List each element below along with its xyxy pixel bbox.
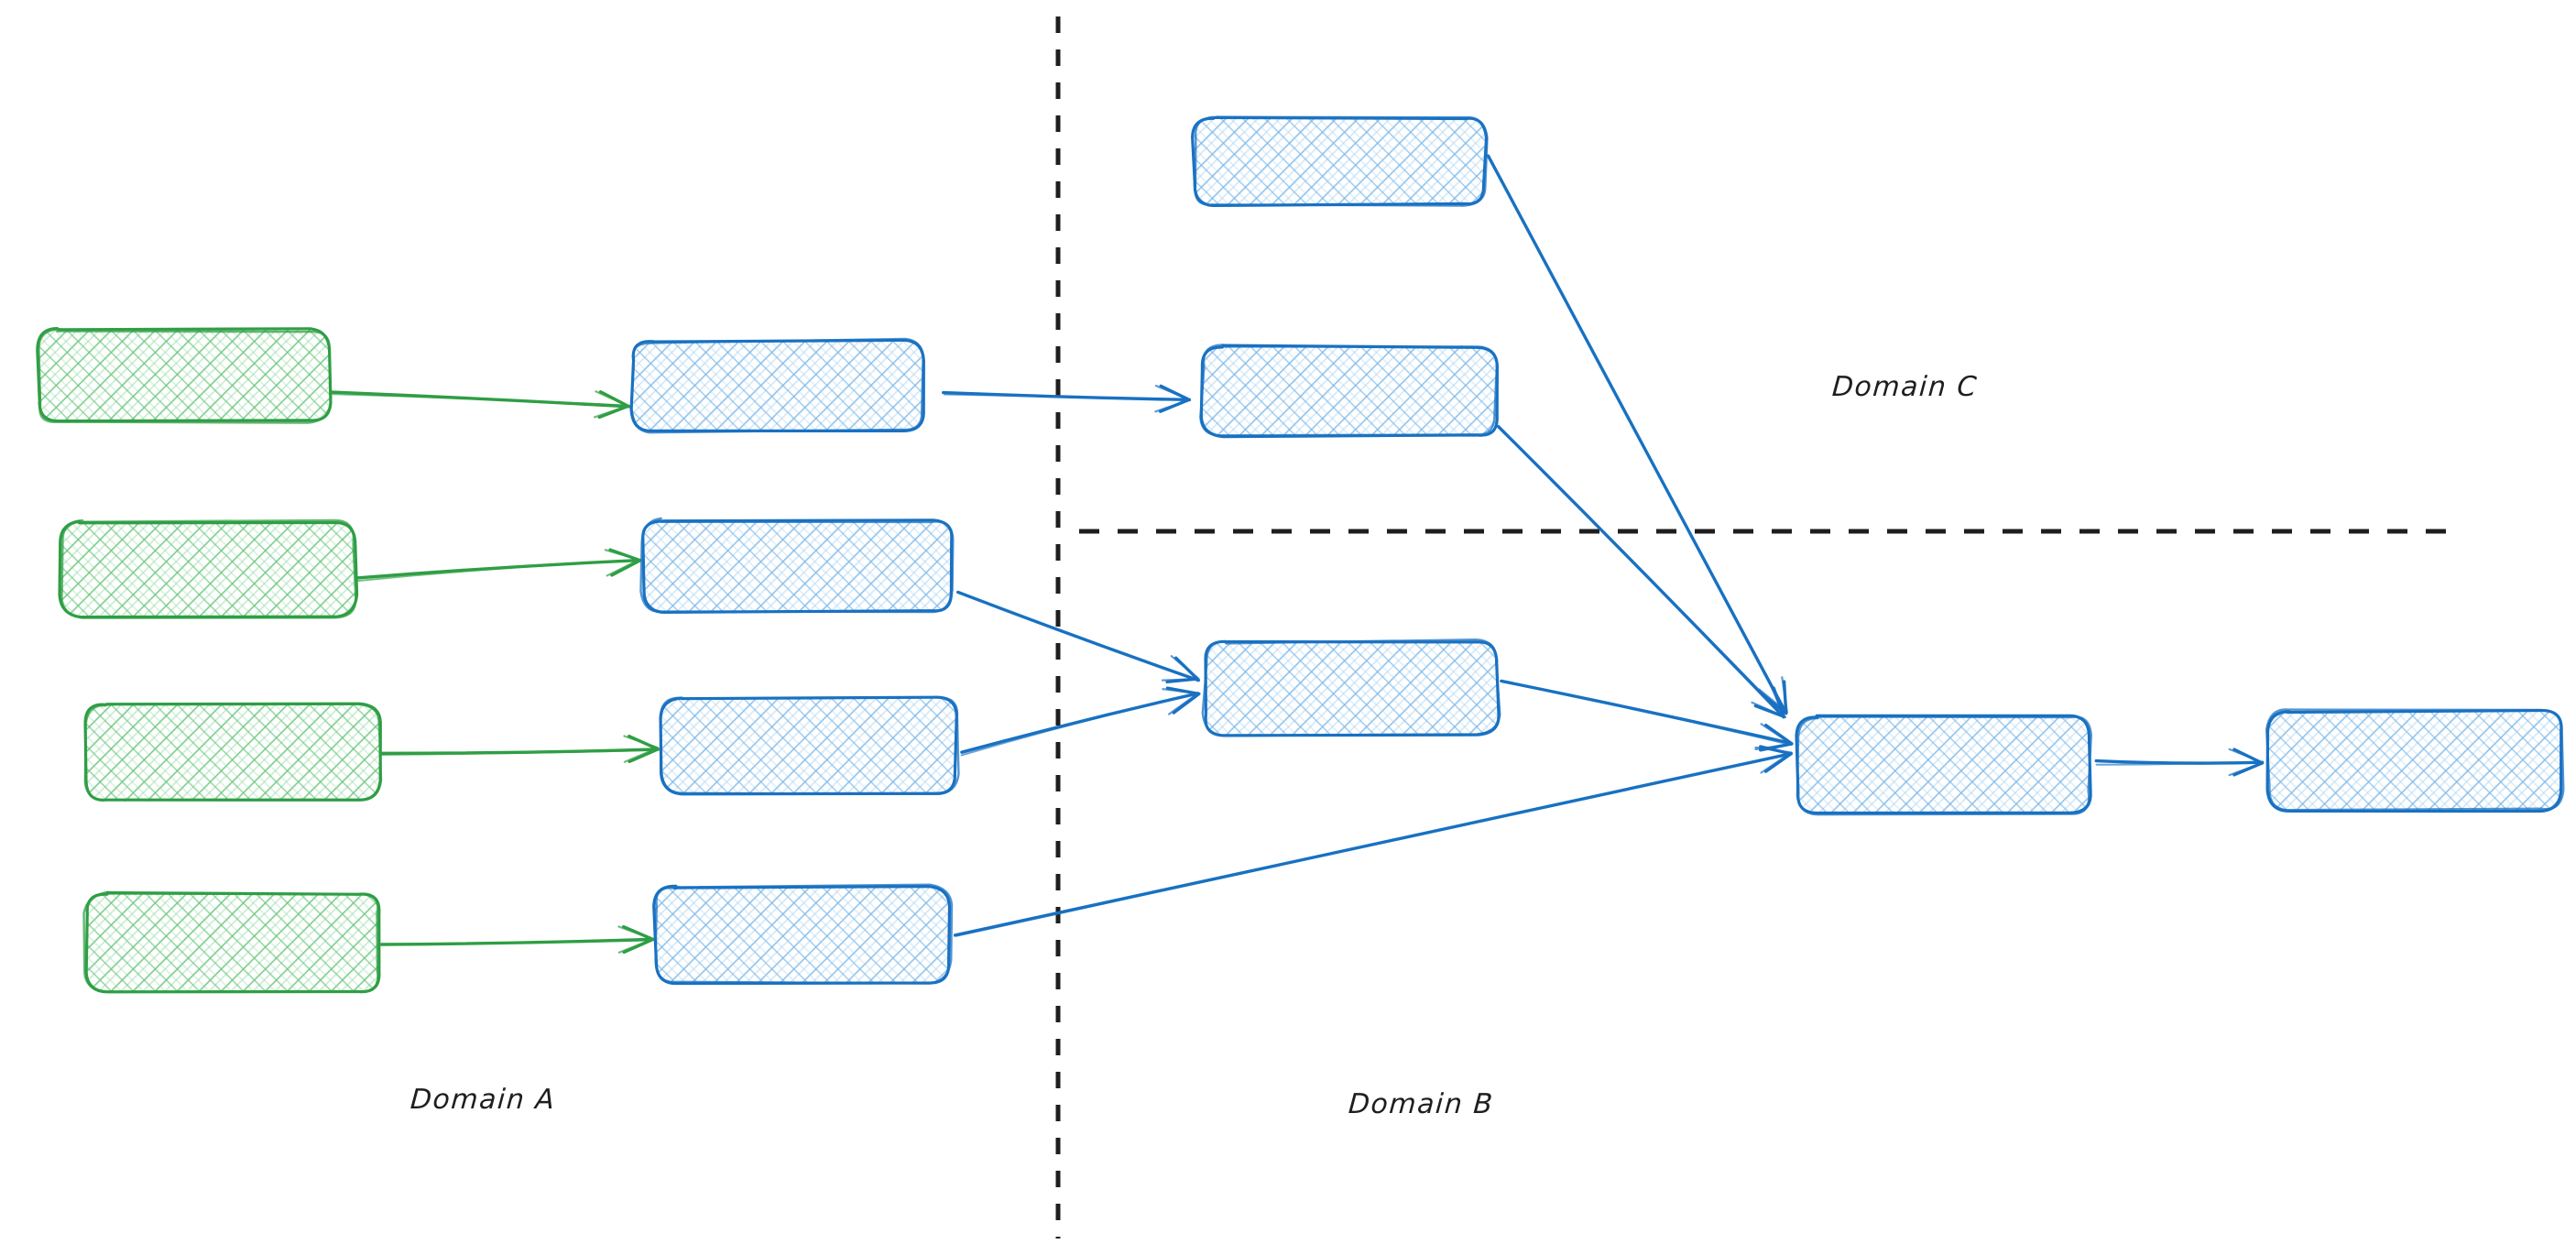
node-c1[interactable] [1191,115,1489,208]
node-c3[interactable] [1201,638,1501,737]
edge-e-c3-d1 [1500,679,1794,752]
edge-e-b4-d1 [953,745,1793,937]
node-b3[interactable] [659,695,960,796]
node-a3[interactable] [83,702,383,802]
edges-group [330,154,2265,955]
domain-dividers [1055,16,2455,1239]
node-b2[interactable] [639,517,955,614]
nodes-group [36,115,2565,994]
edge-e-b3-c3 [960,686,1201,757]
edge-e-b1-c2 [942,384,1192,413]
node-a4[interactable] [82,890,381,994]
node-b1[interactable] [629,337,925,434]
edge-e-b2-c3 [956,590,1200,683]
domain-label-a: Domain A [409,1084,557,1116]
edge-e-c2-d1 [1496,424,1787,719]
node-c2[interactable] [1199,344,1499,439]
node-a1[interactable] [36,326,333,424]
node-d1[interactable] [1795,714,2092,816]
edge-e-c1-d1 [1486,154,1788,715]
domain-label-c: Domain C [1830,371,1980,403]
node-a2[interactable] [58,518,359,619]
edge-e-a4-b4 [379,924,655,955]
node-b4[interactable] [652,883,954,986]
node-d2[interactable] [2265,708,2565,813]
edge-e-a1-b1 [330,390,631,420]
domain-label-b: Domain B [1347,1088,1495,1120]
edge-e-a3-b3 [379,734,660,764]
edge-e-a2-b2 [355,548,642,583]
edge-e-d1-d2 [2094,748,2265,777]
